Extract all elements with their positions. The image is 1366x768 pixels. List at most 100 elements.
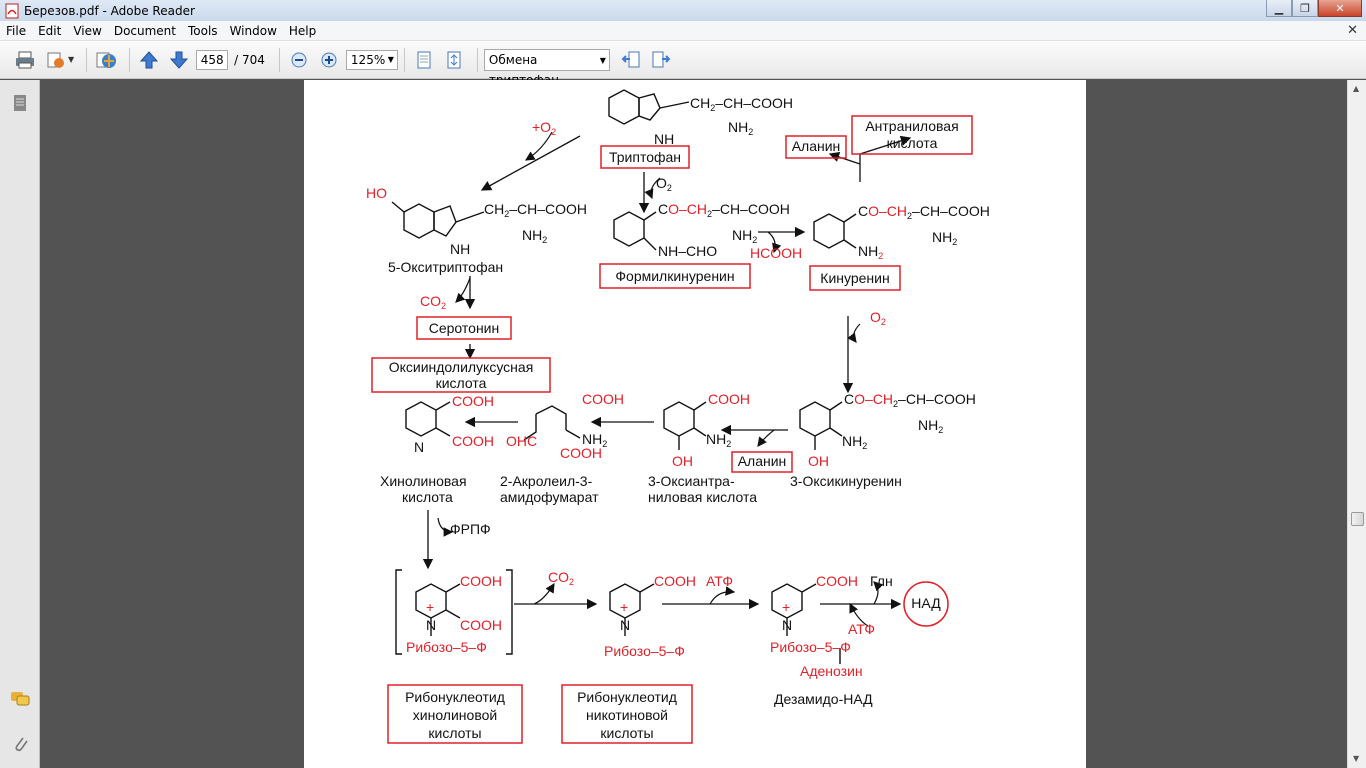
anthranilic-box [851,115,973,155]
formylkynurenine-chain: CO–CH2–CH–COOH [658,201,790,219]
zoom-out-button[interactable] [286,47,312,73]
oxyindoleacetic-label-2: кислота [435,375,487,391]
find-next-button[interactable] [648,47,674,73]
anthranilic-label-2: кислота [886,135,938,151]
alanine-box-bottom [731,451,793,473]
tryptophan-pyrrole [638,93,661,121]
close-window-button[interactable]: ✕ [1318,0,1362,17]
zoom-in-icon [321,52,337,67]
hydroxykynurenine-nh2: NH2 [842,433,868,451]
kynurenine-label: Кинуренин [820,270,890,286]
o2-label-1: O2 [656,175,672,193]
ribo-quinolinic-label-1: Рибонуклеотид [405,689,505,705]
formylkynurenine-formyl: NH–CHO [658,243,718,259]
close-document-icon[interactable]: ✕ [1347,23,1358,38]
page-total-label: / 704 [234,52,265,67]
ribo-nicotinic-label-1: Рибонуклеотид [577,689,677,705]
adenosine-label: Аденозин [800,663,863,679]
tryptophan-metabolism-diagram [371,89,973,744]
title-bar: Березов.pdf - Adobe Reader ▁ ❐ ✕ [0,0,1366,21]
tryptophan-label: Триптофан [608,149,682,165]
formylkynurenine-label: Формилкинуренин [615,268,735,284]
scroll-down-icon[interactable]: ▼ [1353,754,1360,763]
comments-icon[interactable] [9,688,31,710]
hydroxykynurenine-oh: OH [808,453,829,469]
find-next-icon [652,51,671,67]
collaborate-button[interactable] [93,47,119,73]
hydroxy-ho: HO [366,185,387,201]
ribo-nicotinic-label-2: никотиновой [586,707,668,723]
serotonin-label: Серотонин [428,320,500,336]
desamido-ribose: Рибозо–5–Ф [770,639,851,655]
acroleyl-cooh-2: COOH [560,445,602,461]
menu-window[interactable]: Window [229,23,277,38]
menu-file[interactable]: File [6,23,27,38]
menu-help[interactable]: Help [288,23,317,38]
share-dropdown-icon[interactable]: ▼ [68,55,75,64]
hydroxyanthranilic-nh2: NH2 [706,431,732,449]
tryptophan-box [600,145,690,169]
menu-document[interactable]: Document [113,23,176,38]
o2-label-2: O2 [870,309,886,327]
pdf-page: .t { position: absolute; white-space: no… [304,80,1086,768]
arrow-up-icon [140,50,159,68]
scroll-up-icon[interactable]: ▲ [1353,84,1360,93]
desamido-cooh: COOH [816,573,858,589]
maximize-button[interactable]: ❐ [1292,0,1318,17]
fit-width-button[interactable] [411,47,437,73]
menu-bar: File Edit View Document Tools Window Hel… [0,21,1366,41]
ribo-nicotinic-box [561,684,693,744]
nicotinic-cooh: COOH [654,573,696,589]
alanine-box-top [785,135,847,159]
nad-circle [903,581,949,627]
document-viewport[interactable]: .t { position: absolute; white-space: no… [41,80,1347,768]
hydroxyanthranilic-label-1: 3-Оксиантра- [648,473,735,489]
tryptophan-nh: NH [654,131,675,147]
menu-edit[interactable]: Edit [38,23,62,38]
pages-panel-icon[interactable] [9,92,31,114]
ribo-quinolinic-label-3: кислоты [428,725,482,741]
desamido-nad-label: Дезамидо-НАД [774,691,873,707]
find-dropdown-icon[interactable]: ▼ [599,55,606,65]
co2-label-2: CO2 [548,569,575,587]
menu-view[interactable]: View [73,23,102,38]
minimize-button[interactable]: ▁ [1266,0,1292,17]
arrow-to-hydroxytryptophan [480,135,581,191]
arrow-down-icon [170,51,189,69]
page-number-input[interactable]: 458 [196,49,229,70]
hydroxykynurenine-label: 3-Оксикинуренин [790,473,902,489]
scrollbar-thumb[interactable] [1351,512,1364,526]
formylkynurenine-box [599,263,751,289]
window-title: Березов.pdf - Adobe Reader [24,3,195,18]
hydroxykynurenine-chain: CO–CH2–CH–COOH [844,391,976,409]
acroleyl-label-1: 2-Акролеил-3- [500,473,593,489]
fit-window-button[interactable] [441,47,467,73]
printer-icon [16,51,34,68]
co2-label-1: CO2 [420,293,447,311]
hydroxyanthranilic-oh: OH [672,453,693,469]
zoom-level-value: 125% [350,52,386,67]
menu-tools[interactable]: Tools [188,23,218,38]
vertical-scrollbar[interactable]: ▲ ▼ [1347,80,1366,768]
find-previous-button[interactable] [618,47,644,73]
quinolinic-cooh-2: COOH [452,433,494,449]
share-button[interactable] [42,47,68,73]
navigation-panel [0,80,40,768]
attachments-icon[interactable] [9,732,31,754]
bracket-n: N [426,617,437,633]
previous-page-button[interactable] [136,47,162,73]
kynurenine-nh2-side: NH2 [932,229,958,247]
next-page-button[interactable] [166,47,192,73]
zoom-in-button[interactable] [316,47,342,73]
nicotinic-plus: + [620,599,629,615]
atf-label-1: АТФ [706,573,733,589]
kynurenine-chain: CO–CH2–CH–COOH [858,203,990,221]
tryptophan-ch2-chain: CH2–CH–COOH [690,95,794,113]
bracket-cooh-1: COOH [460,573,502,589]
zoom-level-select[interactable]: 125% ▼ [345,49,398,70]
find-input[interactable]: Обмена триптофан ▼ [483,48,610,87]
find-previous-icon [621,51,640,67]
hydroxytryptophan-nh2: NH2 [522,227,548,245]
nicotinic-n: N [620,617,631,633]
print-button[interactable] [12,47,38,73]
